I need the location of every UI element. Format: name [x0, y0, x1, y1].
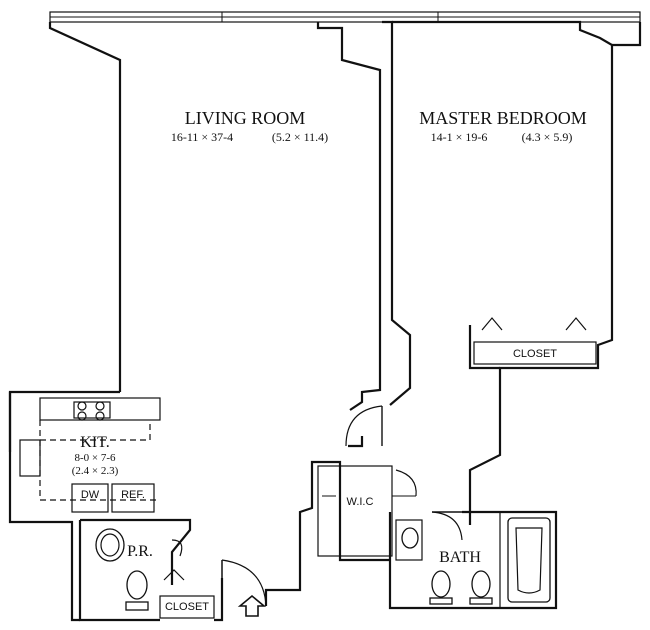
master-bedroom-name: MASTER BEDROOM — [419, 108, 587, 128]
living-room-walls — [8, 22, 382, 452]
walk-in-closet: W.I.C — [317, 465, 417, 557]
bedroom-closet: CLOSET — [473, 317, 597, 365]
closet-label: CLOSET — [513, 348, 557, 360]
master-bedroom-walls — [392, 20, 642, 525]
dishwasher — [71, 483, 109, 513]
master-bedroom-dims-metric: (4.3 × 5.9) — [522, 130, 573, 144]
master-bedroom-dims-imperial: 14-1 × 19-6 — [431, 130, 488, 144]
entry-closet-label: CLOSET — [165, 601, 209, 613]
bath-name: BATH — [439, 549, 481, 566]
refrigerator — [111, 483, 155, 513]
hallway-walls — [278, 405, 390, 592]
powder-room: P.R. — [78, 518, 192, 622]
refrigerator-label: REF. — [121, 489, 145, 501]
powder-room-name: P.R. — [127, 543, 153, 560]
kitchen: DW REF. KIT. 8-0 × 7-6 (2.4 × 2.3) — [8, 392, 161, 622]
entry-door[interactable] — [214, 559, 278, 622]
living-room-dims-metric: (5.2 × 11.4) — [272, 130, 328, 144]
wic-label: W.I.C — [347, 496, 374, 508]
kitchen-name: KIT. — [80, 434, 109, 451]
kitchen-dims-metric: (2.4 × 2.3) — [72, 465, 119, 477]
bathroom: BATH — [388, 510, 558, 610]
entry-closet: CLOSET — [159, 595, 215, 619]
window-strip — [49, 11, 641, 23]
entry-arrow-icon — [237, 594, 267, 617]
kitchen-dims-imperial: 8-0 × 7-6 — [74, 452, 116, 464]
dishwasher-label: DW — [81, 489, 100, 501]
living-room-dims-imperial: 16-11 × 37-4 — [171, 130, 233, 144]
partition-wall — [382, 20, 412, 406]
living-room-name: LIVING ROOM — [185, 108, 306, 128]
